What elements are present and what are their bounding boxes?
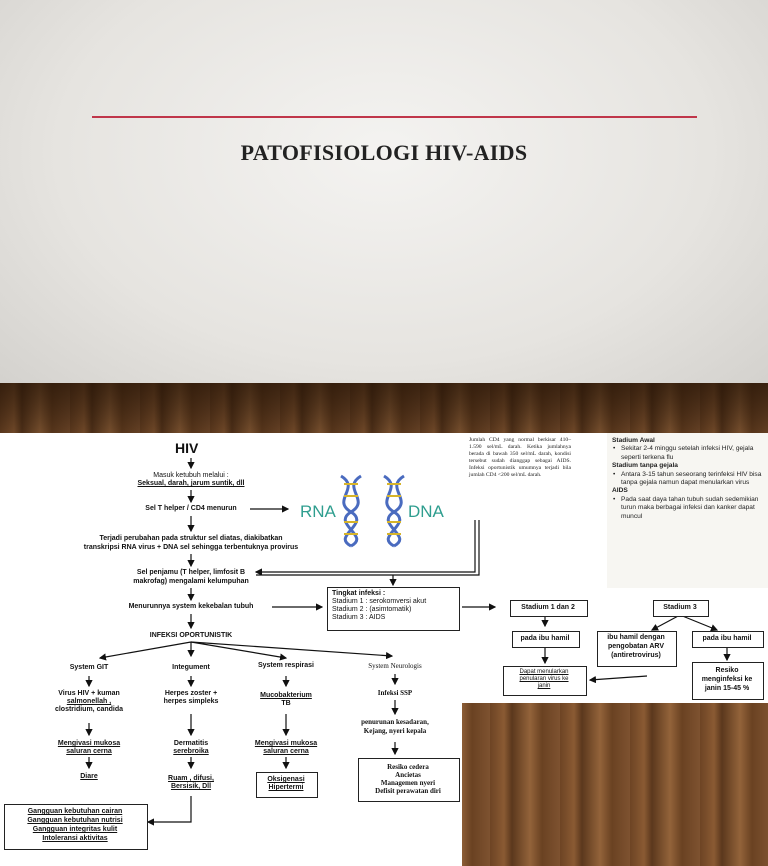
col-respirasi-b2: saluran cerna <box>263 748 309 755</box>
aids-heading: AIDS <box>612 487 628 495</box>
col-respirasi-a2: TB <box>281 700 291 707</box>
col-neurologis-c2: Ancietas <box>395 771 421 779</box>
resiko-line3: janin 15-45 % <box>704 685 750 692</box>
dna-label: DNA <box>408 502 445 521</box>
col-integument-head: Integument <box>172 664 210 671</box>
col-neurologis-b1: penurunan kesadaran, <box>361 718 429 726</box>
stadium-awal-heading: Stadium Awal <box>612 437 655 444</box>
rna-dna-illustration: RNA DNA <box>300 474 445 548</box>
gangguan-1: Gangguan kebutuhan cairan <box>27 808 123 815</box>
gangguan-box <box>4 804 148 850</box>
terjadi-line2: transkripsi RNA virus + DNA sel sehingga… <box>83 544 299 551</box>
col-git-head: System GIT <box>69 664 109 671</box>
hiv-heading: HIV <box>175 440 199 456</box>
col-integument-a2: herpes simpleks <box>163 698 219 705</box>
col-neurologis-c1: Resiko cedera <box>387 763 429 771</box>
stadium-3-box <box>653 600 709 617</box>
title-divider <box>92 116 697 118</box>
col-neurologis-c4: Defisit perawatan diri <box>375 787 441 795</box>
col-git-b2: saluran cerna <box>66 748 112 755</box>
col-neurologis-head: System Neurologis <box>368 662 422 670</box>
col-integument-b1: Dermatitis <box>173 740 209 747</box>
resiko-cedera-box <box>358 758 460 802</box>
sel-penjamu-line2: makrofag) mengalami kelumpuhan <box>133 578 249 585</box>
aids-text: Pada saat daya tahan tubuh sudah sedemik… <box>613 496 764 521</box>
resiko-line1: Resiko <box>715 667 739 674</box>
resiko-box <box>692 662 764 700</box>
stadium-tanpa-text: Antara 3-15 tahun seseorang terinfeksi H… <box>613 471 764 488</box>
gangguan-2: Gangguan kebutuhan nutrisi <box>27 817 123 824</box>
resiko-line2: menginfeksi ke <box>701 676 753 683</box>
arv-line2: pengobatan ARV <box>607 643 664 650</box>
tingkat-stadium-2: Stadium 2 : (asimtomatik) <box>332 606 412 613</box>
col-neurologis-a: Infeksi SSP <box>377 689 413 697</box>
col-integument-c2: Bersisik, Dll <box>170 783 212 790</box>
tingkat-infeksi-box: Tingkat infeksi : Stadium 1 : serokomver… <box>327 587 460 631</box>
stadium-3-label: Stadium 3 <box>663 604 697 611</box>
col-integument-b2: serebroika <box>173 748 209 755</box>
col-git-a2: salmonellah , <box>66 698 112 705</box>
gangguan-4: Intoleransi aktivitas <box>42 835 108 842</box>
dapat-menularkan-box <box>503 666 587 696</box>
col-integument-c1: Ruam , difusi, <box>168 775 214 782</box>
ibu-hamil-label-1: pada ibu hamil <box>520 635 570 642</box>
stadium-12-label: Stadium 1 dan 2 <box>521 604 575 611</box>
stadium-12-box <box>510 600 588 617</box>
ibu-hamil-label-2: pada ibu hamil <box>702 635 752 642</box>
col-git-a1: Virus HIV + kuman <box>58 690 120 697</box>
col-git-b1: Mengivasi mukosa <box>57 740 121 747</box>
rna-label: RNA <box>300 502 337 521</box>
col-git-c: Diare <box>80 773 98 780</box>
masuk-line2: Seksual, darah, jarum suntik, dll <box>137 480 245 487</box>
arv-box <box>597 631 677 667</box>
arv-line3: (antiretrovirus) <box>611 652 661 659</box>
col-respirasi-head: System respirasi <box>257 662 315 669</box>
dapat-line1: Dapat menularkan <box>519 669 569 675</box>
col-git-a3: clostridium, candida <box>54 706 124 713</box>
stadium-tanpa-heading: Stadium tanpa gejala <box>612 462 678 470</box>
cd4-note: Jumlah CD4 yang normal berkisar 410– 1.5… <box>469 437 571 478</box>
cd4-panel <box>462 433 607 588</box>
col-respirasi-c2: Hipertermi <box>268 784 304 791</box>
tingkat-stadium-1: Stadium 1 : serokomversi akut <box>332 598 427 605</box>
col-neurologis-b2: Kejang, nyeri kepala <box>363 727 427 735</box>
dapat-line2: penularan virus ke <box>519 676 569 682</box>
slide-background <box>0 0 768 400</box>
col-respirasi-c1: Oksigenasi <box>267 776 305 783</box>
stadium-info: Stadium Awal Sekitar 2-4 minggu setelah … <box>612 437 764 521</box>
slide-title: PATOFISIOLOGI HIV-AIDS <box>240 140 528 165</box>
oksigenasi-box <box>256 772 318 798</box>
ibu-hamil-box-1 <box>512 631 580 648</box>
terjadi-line1: Terjadi perubahan pada struktur sel diat… <box>99 535 283 542</box>
col-respirasi-a1: Mucobakterium <box>260 692 312 699</box>
dapat-line3: janin <box>537 683 551 689</box>
col-integument-a1: Herpes zoster + <box>164 690 218 697</box>
menurunnya-node: Menurunnya system kekebalan tubuh <box>128 603 254 610</box>
infeksi-oportunistik-node: INFEKSI OPORTUNISTIK <box>149 632 233 639</box>
col-respirasi-b1: Mengivasi mukosa <box>254 740 318 747</box>
sel-penjamu-line1: Sel penjamu (T helper, limfosit B <box>136 569 246 576</box>
gangguan-3: Gangguan integritas kulit <box>32 826 118 833</box>
col-neurologis-c3: Managemen nyeri <box>380 779 436 787</box>
tingkat-stadium-3: Stadium 3 : AIDS <box>332 614 386 621</box>
masuk-line1: Masuk ketubuh melalui : <box>153 472 229 479</box>
stadium-awal-text: Sekitar 2-4 minggu setelah infeksi HIV, … <box>613 445 764 462</box>
arv-line1: ibu hamil dengan <box>607 634 665 641</box>
tingkat-title: Tingkat infeksi : <box>332 590 386 597</box>
sel-t-node: Sel T helper / CD4 menurun <box>145 505 237 512</box>
ibu-hamil-box-2 <box>692 631 764 648</box>
